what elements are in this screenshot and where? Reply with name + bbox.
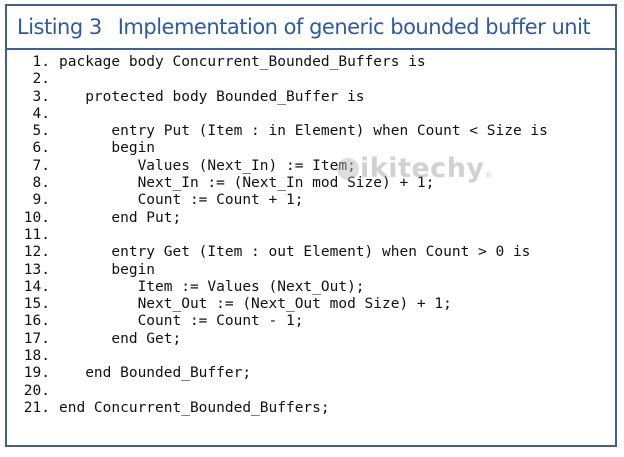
code-text: protected body Bounded_Buffer is [59, 88, 365, 105]
code-text: package body Concurrent_Bounded_Buffers … [59, 54, 426, 70]
code-line: 9. Count := Count + 1; [14, 192, 548, 209]
code-line: 8. Next_In := (Next_In mod Size) + 1; [14, 175, 548, 192]
listing-number: Listing 3 [17, 15, 102, 39]
line-number: 12. [23, 244, 50, 261]
code-text: Count := Count - 1; [59, 313, 304, 330]
line-number: 2. [32, 71, 50, 88]
code-line: 18. [14, 348, 548, 365]
line-number: 16. [23, 313, 50, 330]
line-number: 6. [32, 140, 50, 157]
code-text: Values (Next_In) := Item; [59, 157, 356, 174]
code-line: 7. Values (Next_In) := Item; [14, 158, 548, 175]
line-number: 11. [23, 226, 50, 243]
code-text: end Concurrent_Bounded_Buffers; [59, 399, 330, 416]
code-text: end Bounded_Buffer; [59, 365, 252, 382]
code-line: 10. end Put; [14, 210, 548, 227]
line-number: 3. [32, 88, 50, 105]
line-number: 5. [32, 123, 50, 140]
code-line: 6. begin [14, 140, 548, 157]
code-line: 1. package body Concurrent_Bounded_Buffer… [14, 54, 548, 71]
listing-caption: Implementation of generic bounded buffer… [117, 15, 591, 39]
code-text: Next_Out := (Next_Out mod Size) + 1; [59, 296, 452, 313]
line-number: 8. [32, 175, 50, 192]
line-number: 18. [23, 348, 50, 365]
code-text: Count := Count + 1; [59, 192, 304, 209]
listing-title-bar: Listing 3 Implementation of generic bound… [7, 6, 615, 50]
listing-title: Listing 3 Implementation of generic bound… [17, 15, 591, 39]
line-number: 19. [23, 365, 50, 382]
line-number: 15. [23, 296, 50, 313]
code-line: 20. [14, 383, 548, 400]
line-number: 10. [23, 209, 50, 226]
code-line: 11. [14, 227, 548, 244]
line-number: 9. [32, 192, 50, 209]
code-text: entry Put (Item : in Element) when Count… [59, 123, 548, 140]
code-line: 16. Count := Count - 1; [14, 313, 548, 330]
line-number: 21. [23, 399, 50, 416]
code-line: 13. begin [14, 262, 548, 279]
code-text: entry Get (Item : out Element) when Coun… [59, 244, 531, 261]
code-line: 3. protected body Bounded_Buffer is [14, 89, 548, 106]
line-number: 20. [23, 382, 50, 399]
code-line: 19. end Bounded_Buffer; [14, 365, 548, 382]
code-text: Item := Values (Next_Out); [59, 278, 365, 295]
code-line: 5. entry Put (Item : in Element) when Co… [14, 123, 548, 140]
code-text: Next_In := (Next_In mod Size) + 1; [59, 175, 435, 192]
code-line: 12. entry Get (Item : out Element) when … [14, 244, 548, 261]
code-text: begin [59, 140, 156, 157]
code-text: end Get; [59, 330, 182, 347]
code-line: 21. end Concurrent_Bounded_Buffers; [14, 400, 548, 417]
code-line: 14. Item := Values (Next_Out); [14, 279, 548, 296]
code-line: 2. [14, 71, 548, 88]
code-line: 4. [14, 106, 548, 123]
code-text: begin [59, 261, 156, 278]
listing-frame: Listing 3 Implementation of generic bound… [5, 4, 617, 447]
code-line: 17. end Get; [14, 331, 548, 348]
line-number: 13. [23, 261, 50, 278]
line-number: 4. [32, 105, 50, 122]
code-text: end Put; [59, 209, 182, 226]
line-number: 1. [32, 54, 50, 70]
line-number: 14. [23, 278, 50, 295]
code-block: 1. package body Concurrent_Bounded_Buffer… [14, 54, 548, 417]
line-number: 17. [23, 330, 50, 347]
line-number: 7. [32, 157, 50, 174]
code-line: 15. Next_Out := (Next_Out mod Size) + 1; [14, 296, 548, 313]
